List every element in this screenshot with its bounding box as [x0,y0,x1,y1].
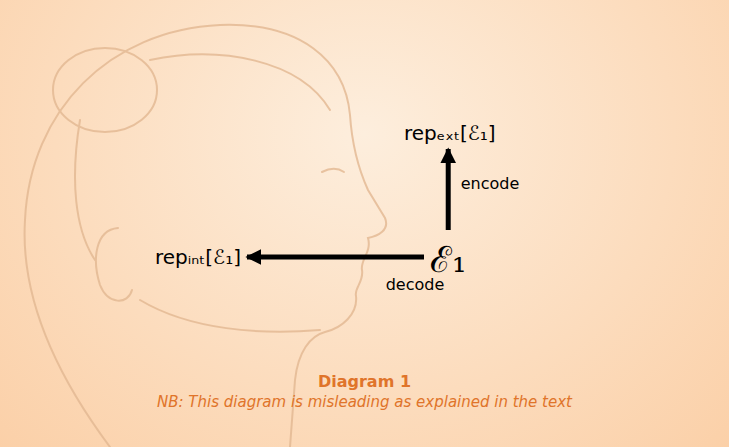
jaw-line [140,300,320,332]
diagram-caption: Diagram 1 [0,372,729,391]
term-node: repₑₓₜ[ℰ₁] [398,117,502,149]
hair-bun [53,48,157,132]
ear [96,228,132,301]
term-text: repₑₓₜ[ℰ₁] [404,121,496,145]
term-node: repᵢₙₜ[ℰ₁] [149,241,247,273]
edge-label: encode [461,174,520,193]
term-text: repᵢₙₜ[ℰ₁] [155,245,241,269]
caption-block: Diagram 1 NB: This diagram is misleading … [0,372,729,411]
caption-note: NB: This diagram is misleading as explai… [0,393,729,411]
edge-label: decode [386,275,445,294]
eye [322,169,344,172]
hairline [150,54,330,110]
hair-strand [75,120,95,260]
arrow-connector [247,255,424,260]
arrow-connector [446,149,451,230]
